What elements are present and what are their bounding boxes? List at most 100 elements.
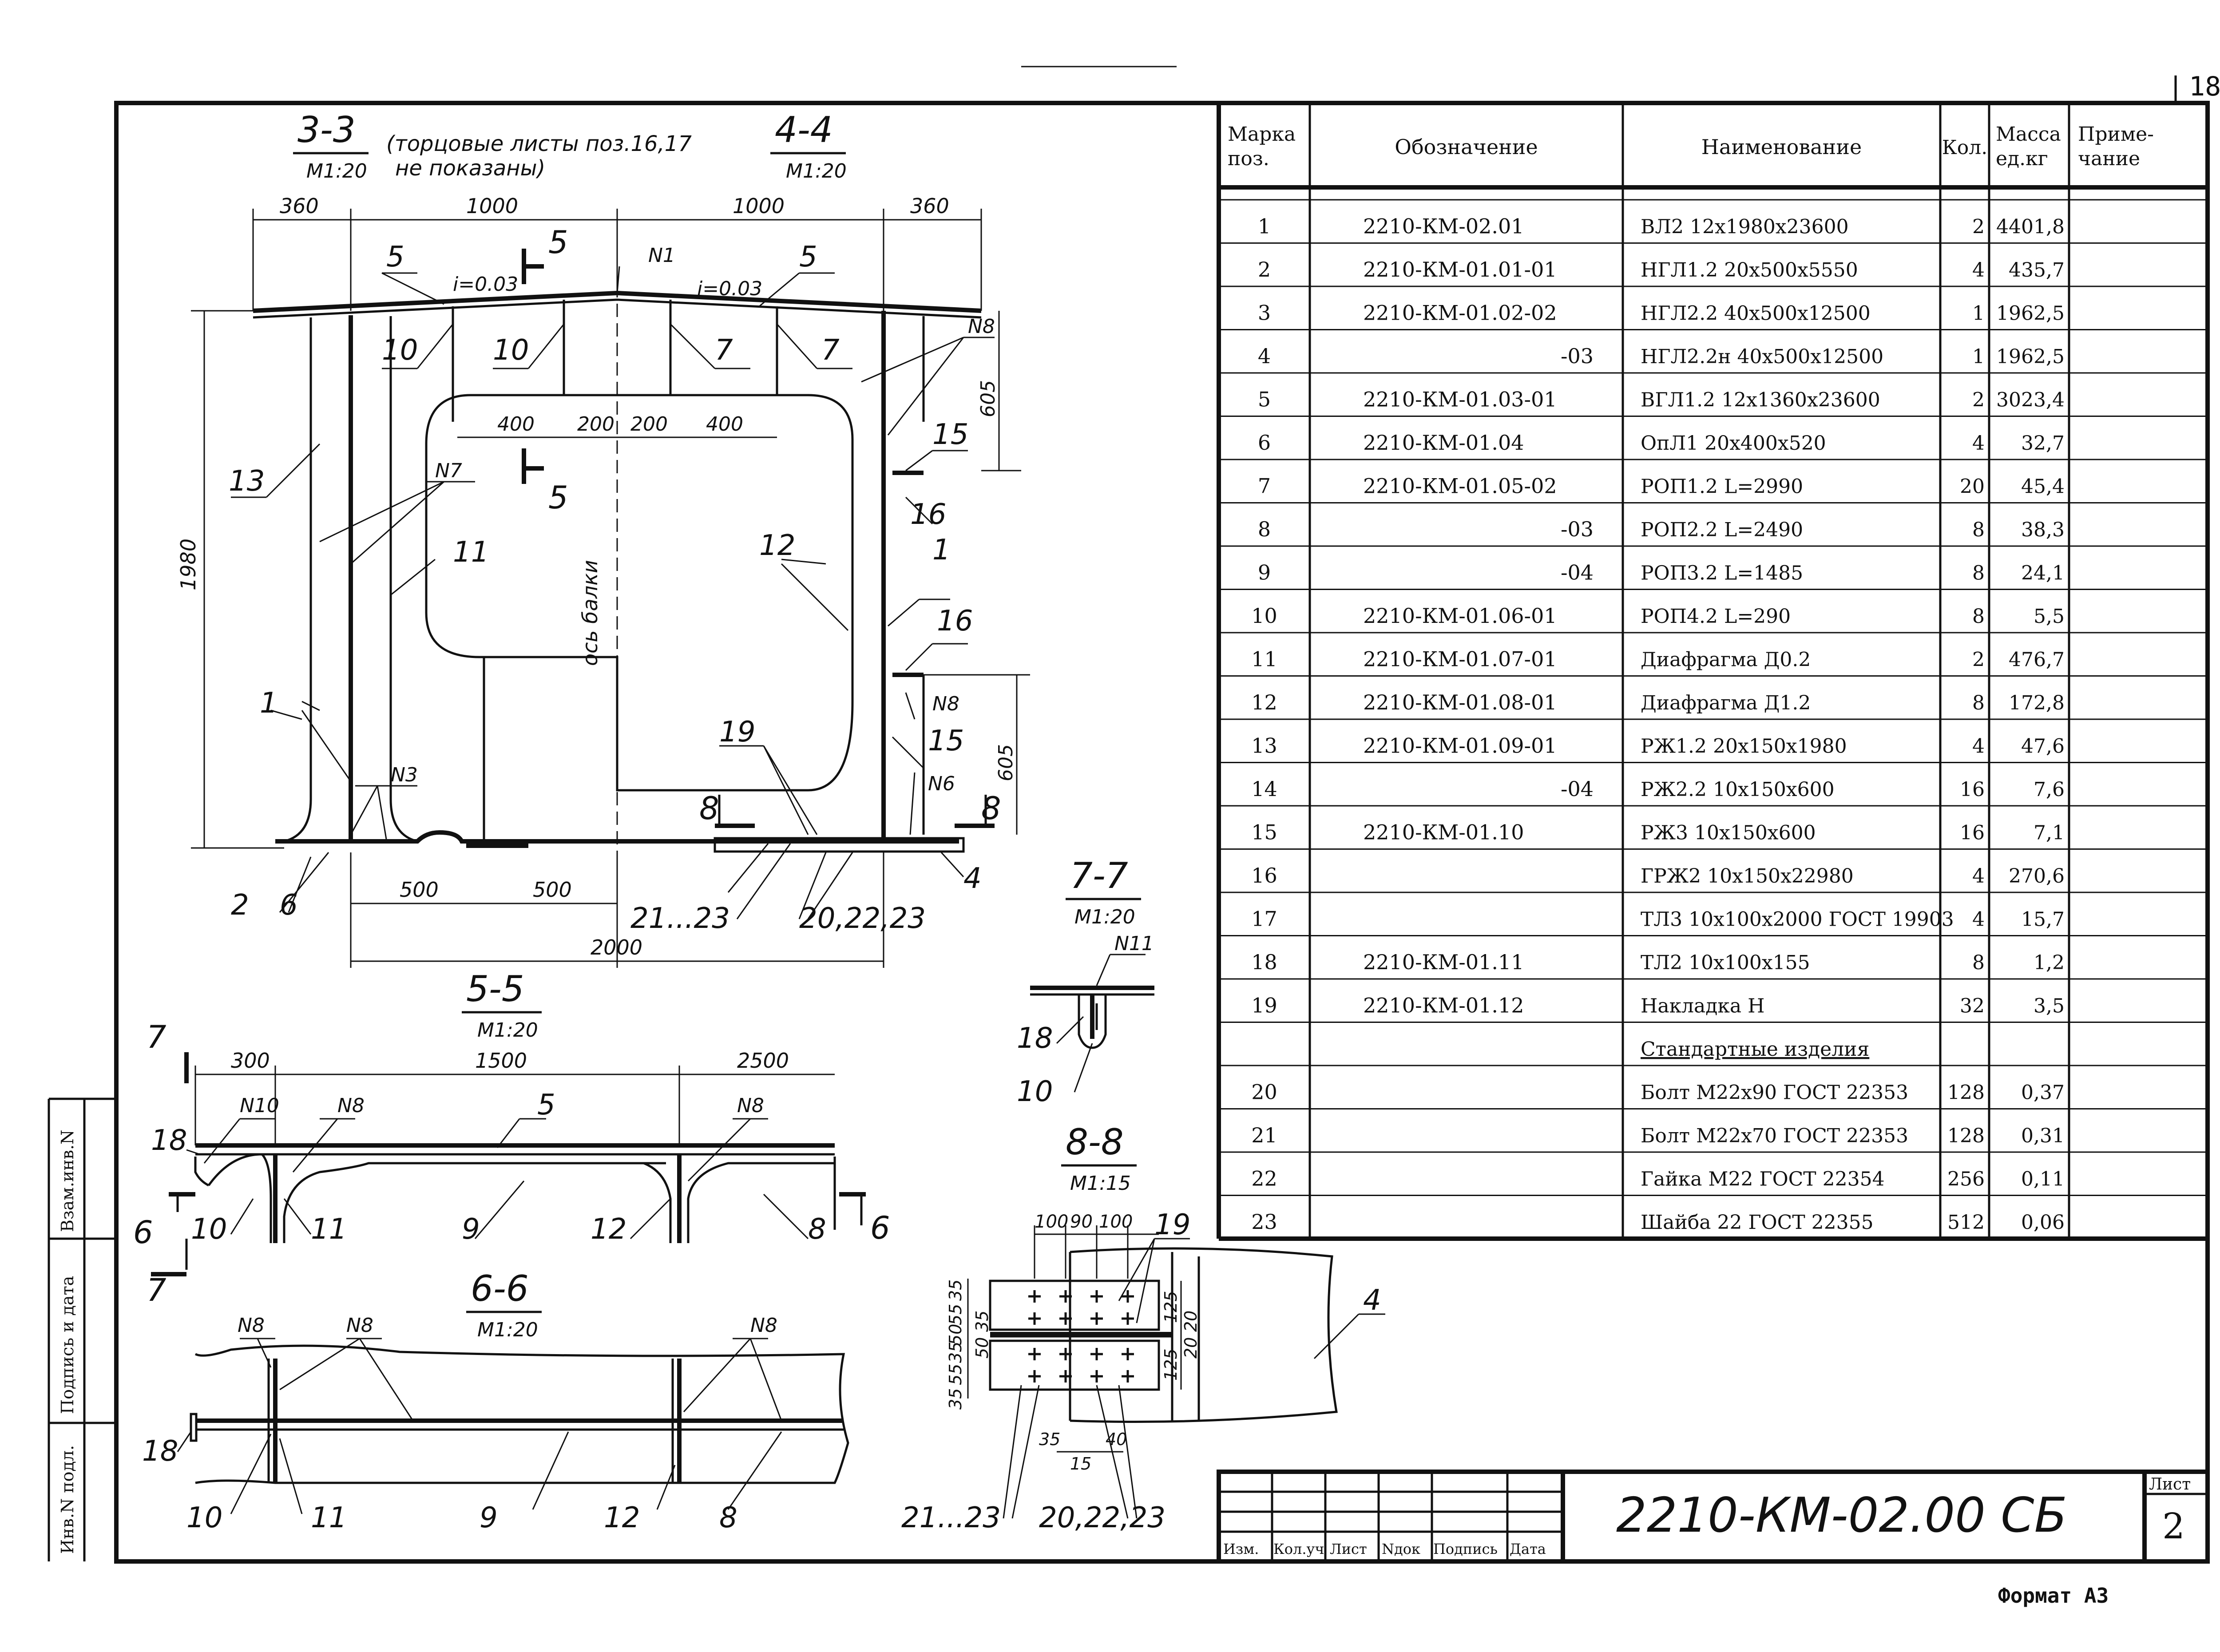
spec-row-name: РЖ1.2 20x150x1980 — [1641, 735, 1847, 758]
s55-label-12: 12 — [591, 1213, 626, 1246]
side-stamp: Инв.N подл. Подпись и дата Взам.инв.N — [58, 1130, 77, 1554]
spec-row-qty: 2 — [1972, 216, 1985, 238]
spec-row-designation: 2210-КМ-01.11 — [1363, 950, 1524, 974]
spec-row-designation: -03 — [1561, 344, 1594, 368]
spec-row-mass: 1962,5 — [1996, 302, 2065, 325]
s88-bolts — [1028, 1290, 1134, 1383]
spec-row-pos: 12 — [1251, 690, 1277, 714]
s33-dim-400b: 400 — [706, 413, 743, 436]
s55-label-11: 11 — [311, 1213, 347, 1246]
spec-row-pos: 9 — [1258, 561, 1271, 585]
spec-row-mass: 172,8 — [2009, 692, 2065, 714]
spec-row-name: Диафрагма Д0.2 — [1641, 649, 1811, 671]
tb-sheet-no: 2 — [2162, 1505, 2185, 1547]
s33-label-2: 2 — [231, 889, 249, 922]
spec-row-name: ГРЖ2 10x150x22980 — [1641, 865, 1854, 887]
s33-dim-500a: 500 — [400, 878, 439, 902]
s33-label-6: 6 — [280, 889, 298, 922]
s33-cut8-left: 8 — [699, 790, 719, 827]
bolt-mark — [1028, 1290, 1041, 1303]
s33-cut8-right: 8 — [981, 790, 1001, 827]
spec-row-mass: 7,1 — [2034, 822, 2065, 844]
s88-dim-l3: 50 — [946, 1324, 965, 1345]
spec-row-designation: 2210-КМ-01.06-01 — [1363, 604, 1557, 628]
spec-row-qty: 16 — [1960, 822, 1985, 844]
s66-label-8: 8 — [719, 1501, 737, 1534]
s33-label-19: 19 — [719, 716, 755, 749]
tb-col-kol: Кол.уч — [1273, 1541, 1324, 1557]
bolt-mark — [1090, 1290, 1103, 1303]
th-note-1: Приме- — [2078, 123, 2154, 146]
spec-row-name: Накладка Н — [1641, 995, 1764, 1018]
s88-dim-r4: 20 — [1181, 1337, 1201, 1359]
drawing-code: 2210-КМ-02.00 СБ — [1616, 1488, 2067, 1543]
section-3-3: 3-3 М1:20 (торцовые листы поз.16,17 не п… — [176, 109, 1030, 968]
s88-scale: М1:15 — [1070, 1172, 1131, 1195]
s77-label-10: 10 — [1017, 1075, 1053, 1108]
s33-label-12: 12 — [759, 529, 795, 562]
section-8-8: 8-8 М1:15 100 90 100 35 55 50 35 35 50 5… — [901, 1121, 1385, 1534]
s88-dim-90: 90 — [1070, 1212, 1093, 1232]
s88-dim-r3: 20 — [1181, 1311, 1201, 1332]
s88-label-4: 4 — [1363, 1284, 1381, 1317]
s66-leaders — [177, 1338, 782, 1514]
spec-row-name: РОП1.2 L=2990 — [1641, 475, 1803, 498]
tb-sheet-label: Лист — [2149, 1475, 2191, 1494]
s55-dim-2500: 2500 — [737, 1049, 789, 1073]
spec-row-mass: 0,37 — [2021, 1082, 2065, 1104]
bolt-mark — [1059, 1312, 1072, 1325]
s66-label-n8a: N8 — [238, 1314, 265, 1337]
spec-row-pos: 23 — [1251, 1210, 1277, 1234]
s33-dim-605a: 605 — [977, 380, 999, 417]
s55-title: 5-5 — [466, 968, 524, 1010]
spec-row-name: РОП4.2 L=290 — [1641, 605, 1791, 628]
s88-label-20-22-23: 20,22,23 — [1039, 1501, 1166, 1534]
spec-row-qty: 512 — [1947, 1211, 1985, 1234]
spec-row-name: Болт М22x90 ГОСТ 22353 — [1641, 1082, 1908, 1104]
s33-scale: М1:20 — [306, 160, 367, 182]
s66-title: 6-6 — [471, 1268, 529, 1309]
spec-row-pos: 17 — [1251, 907, 1277, 931]
s55-cut6-left: 6 — [133, 1214, 153, 1251]
spec-row-qty: 8 — [1972, 692, 1985, 714]
spec-row-qty: 256 — [1947, 1168, 1985, 1191]
s88-dim-r1: 125 — [1161, 1291, 1181, 1323]
s77-label-18: 18 — [1017, 1022, 1053, 1055]
s33-label-20-22-23: 20,22,23 — [799, 902, 926, 935]
spec-row-designation: 2210-КМ-01.10 — [1363, 820, 1524, 844]
th-note-2: чание — [2078, 147, 2140, 170]
s33-label-10a: 10 — [382, 334, 418, 367]
s66-label-n8b: N8 — [346, 1314, 373, 1337]
s88-leaders — [1003, 1238, 1385, 1519]
stamp-sign-label: Подпись и дата — [58, 1276, 77, 1414]
s33-label-4: 4 — [963, 862, 982, 895]
s66-label-12: 12 — [604, 1501, 640, 1534]
spec-row-name: НГЛ2.2 40x500x12500 — [1641, 302, 1871, 325]
s88-dim-l8: 35 — [946, 1388, 965, 1410]
spec-row-mass: 3023,4 — [1996, 389, 2065, 412]
s33-label-n7: N7 — [435, 460, 462, 482]
th-designation: Обозначение — [1395, 135, 1538, 159]
s55-label-5: 5 — [537, 1089, 555, 1121]
spec-row-designation: 2210-КМ-01.01-01 — [1363, 258, 1557, 281]
s33-dim-200a: 200 — [577, 413, 614, 436]
s55-label-n8b: N8 — [737, 1094, 764, 1117]
s33-dim-200b: 200 — [630, 413, 668, 436]
s33-label-15b: 15 — [928, 725, 964, 757]
spec-row-designation: -04 — [1561, 561, 1594, 585]
spec-row-name: Диафрагма Д1.2 — [1641, 692, 1811, 714]
s33-axis: ось балки — [578, 560, 602, 666]
s77-scale: М1:20 — [1074, 906, 1135, 928]
tb-col-list: Лист — [1330, 1541, 1367, 1557]
s33-label-16b: 16 — [937, 605, 973, 638]
s55-label-18: 18 — [151, 1124, 187, 1157]
s77-leaders — [1056, 954, 1146, 1093]
spec-row-mass: 1962,5 — [1996, 345, 2065, 368]
spec-row-pos: 4 — [1258, 344, 1271, 368]
bolt-mark — [1090, 1348, 1103, 1360]
spec-row-qty: 4 — [1972, 259, 1985, 281]
spec-row-pos: 7 — [1258, 474, 1271, 498]
s88-dim-l6: 50 — [972, 1337, 992, 1359]
spec-row-name: Шайба 22 ГОСТ 22355 — [1641, 1211, 1874, 1234]
